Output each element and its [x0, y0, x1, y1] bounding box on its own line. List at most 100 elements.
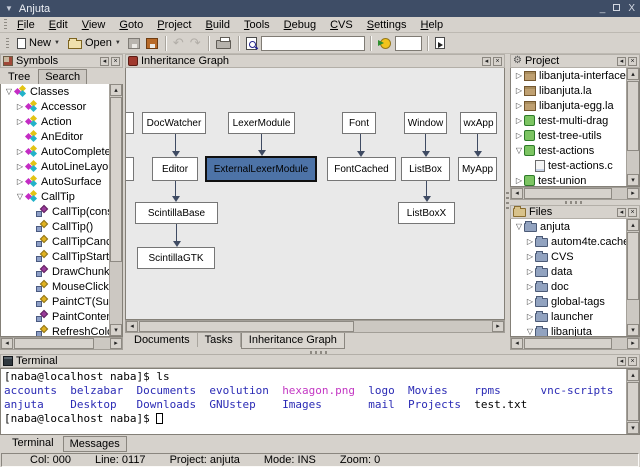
project-row[interactable]: ▷libanjuta.la: [511, 83, 626, 98]
undock-icon[interactable]: ◂: [617, 356, 626, 366]
expander-icon[interactable]: ▷: [526, 252, 534, 261]
expander-icon[interactable]: ▽: [16, 192, 24, 201]
menubar-grip[interactable]: [4, 19, 7, 30]
undock-icon[interactable]: ◂: [617, 207, 626, 217]
print-button[interactable]: [214, 36, 233, 50]
expander-icon[interactable]: ▽: [526, 327, 534, 336]
file-row[interactable]: ▷autom4te.cache: [511, 234, 626, 249]
project-row[interactable]: ▽test-actions: [511, 143, 626, 158]
terminal-splitter[interactable]: [0, 350, 640, 354]
close-button[interactable]: X: [628, 2, 635, 14]
file-row[interactable]: ▷launcher: [511, 309, 626, 324]
terminal-vertical-scrollbar[interactable]: ▴ ▾: [626, 369, 639, 434]
graph-node-myapp[interactable]: MyApp: [458, 157, 497, 181]
graph-node-listbox[interactable]: ListBox: [401, 157, 450, 181]
redo-button[interactable]: ↷: [188, 36, 203, 51]
symbol-row[interactable]: ▽CallTip: [1, 189, 109, 204]
window-menu-icon[interactable]: ▼: [5, 4, 13, 13]
symbol-row[interactable]: PaintContents(S: [1, 309, 109, 324]
project-row[interactable]: test-actions.c: [511, 158, 626, 173]
undock-icon[interactable]: ◂: [482, 56, 491, 66]
scroll-left-icon[interactable]: ◂: [511, 338, 523, 349]
goto-file-button[interactable]: [433, 36, 447, 50]
symbol-row[interactable]: CallTip(const Ca: [1, 204, 109, 219]
expander-icon[interactable]: ▷: [526, 297, 534, 306]
expander-icon[interactable]: ▷: [526, 267, 534, 276]
symbols-vertical-scrollbar[interactable]: ▴ ▾: [109, 84, 122, 336]
close-icon[interactable]: ×: [111, 56, 120, 66]
expander-icon[interactable]: ▷: [515, 131, 523, 140]
files-vertical-scrollbar[interactable]: ▴ ▾: [626, 219, 639, 336]
file-row[interactable]: ▷CVS: [511, 249, 626, 264]
scroll-left-icon[interactable]: ◂: [126, 321, 138, 332]
tab-terminal[interactable]: Terminal: [12, 437, 54, 449]
undo-button[interactable]: ↶: [171, 36, 186, 51]
graph-node-partial[interactable]: [126, 157, 134, 181]
scrollbar-thumb[interactable]: [110, 97, 122, 262]
undock-icon[interactable]: ◂: [617, 56, 626, 66]
scroll-right-icon[interactable]: ▸: [627, 338, 639, 349]
scroll-up-icon[interactable]: ▴: [627, 219, 639, 231]
open-dropdown-caret-icon[interactable]: ▼: [114, 40, 121, 46]
file-row[interactable]: ▽anjuta: [511, 219, 626, 234]
graph-node-fontcached[interactable]: FontCached: [327, 157, 396, 181]
panel-splitter[interactable]: [510, 200, 640, 205]
expander-icon[interactable]: ▷: [515, 71, 523, 80]
goto-line-button[interactable]: [376, 36, 393, 50]
scroll-left-icon[interactable]: ◂: [1, 338, 13, 349]
symbol-row[interactable]: ▷AutoLineLayout: [1, 159, 109, 174]
symbol-row[interactable]: ▷Accessor: [1, 99, 109, 114]
menu-item-cvs[interactable]: CVS: [330, 18, 353, 31]
expander-icon[interactable]: ▷: [515, 86, 523, 95]
menu-item-build[interactable]: Build: [205, 18, 230, 31]
tab-documents[interactable]: Documents: [127, 333, 198, 347]
scroll-down-icon[interactable]: ▾: [627, 422, 639, 434]
scroll-right-icon[interactable]: ▸: [110, 338, 122, 349]
graph-node-editor[interactable]: Editor: [152, 157, 198, 181]
project-row[interactable]: ▷test-union: [511, 173, 626, 186]
graph-node-listboxx[interactable]: ListBoxX: [398, 202, 455, 224]
graph-node-scintillagtk[interactable]: ScintillaGTK: [137, 247, 215, 269]
file-row[interactable]: ▷global-tags: [511, 294, 626, 309]
expander-icon[interactable]: ▷: [16, 147, 24, 156]
menu-item-view[interactable]: View: [81, 18, 106, 31]
symbol-row[interactable]: RefreshColourPa: [1, 324, 109, 336]
graph-horizontal-scrollbar[interactable]: ◂ ▸: [125, 320, 505, 333]
new-dropdown-caret-icon[interactable]: ▼: [54, 40, 60, 46]
menu-item-edit[interactable]: Edit: [48, 18, 68, 31]
symbol-row[interactable]: PaintCT(Surface: [1, 294, 109, 309]
graph-node-wxapp[interactable]: wxApp: [460, 112, 497, 134]
expander-icon[interactable]: ▽: [515, 222, 523, 231]
dock-splitter[interactable]: [505, 54, 510, 350]
project-row[interactable]: ▷test-multi-drag: [511, 113, 626, 128]
expander-icon[interactable]: ▷: [515, 116, 523, 125]
new-button[interactable]: New ▼: [14, 36, 63, 50]
project-row[interactable]: ▷libanjuta-egg.la: [511, 98, 626, 113]
scrollbar-thumb[interactable]: [524, 188, 612, 199]
expander-icon[interactable]: ▷: [16, 162, 24, 171]
expander-icon[interactable]: ▷: [526, 237, 534, 246]
symbol-row[interactable]: CallTipStart(int p: [1, 249, 109, 264]
tab-search[interactable]: Search: [38, 69, 88, 84]
scrollbar-thumb[interactable]: [627, 81, 639, 151]
file-row[interactable]: ▷data: [511, 264, 626, 279]
expander-icon[interactable]: ▷: [16, 102, 24, 111]
close-icon[interactable]: ×: [628, 356, 637, 366]
find-button[interactable]: [244, 36, 259, 51]
undock-icon[interactable]: ◂: [100, 56, 109, 66]
project-horizontal-scrollbar[interactable]: ◂ ▸: [510, 187, 640, 200]
save-button[interactable]: [126, 37, 142, 50]
expander-icon[interactable]: ▷: [16, 177, 24, 186]
close-icon[interactable]: ×: [628, 56, 637, 66]
scroll-up-icon[interactable]: ▴: [110, 84, 122, 96]
scrollbar-thumb[interactable]: [139, 321, 354, 332]
menu-item-file[interactable]: File: [17, 18, 35, 31]
goto-line-input[interactable]: [394, 35, 422, 51]
symbol-row[interactable]: CallTipCancel(): [1, 234, 109, 249]
scrollbar-thumb[interactable]: [14, 338, 94, 349]
menu-item-tools[interactable]: Tools: [243, 18, 270, 31]
search-input[interactable]: [260, 35, 365, 51]
symbol-row[interactable]: AnEditor: [1, 129, 109, 144]
